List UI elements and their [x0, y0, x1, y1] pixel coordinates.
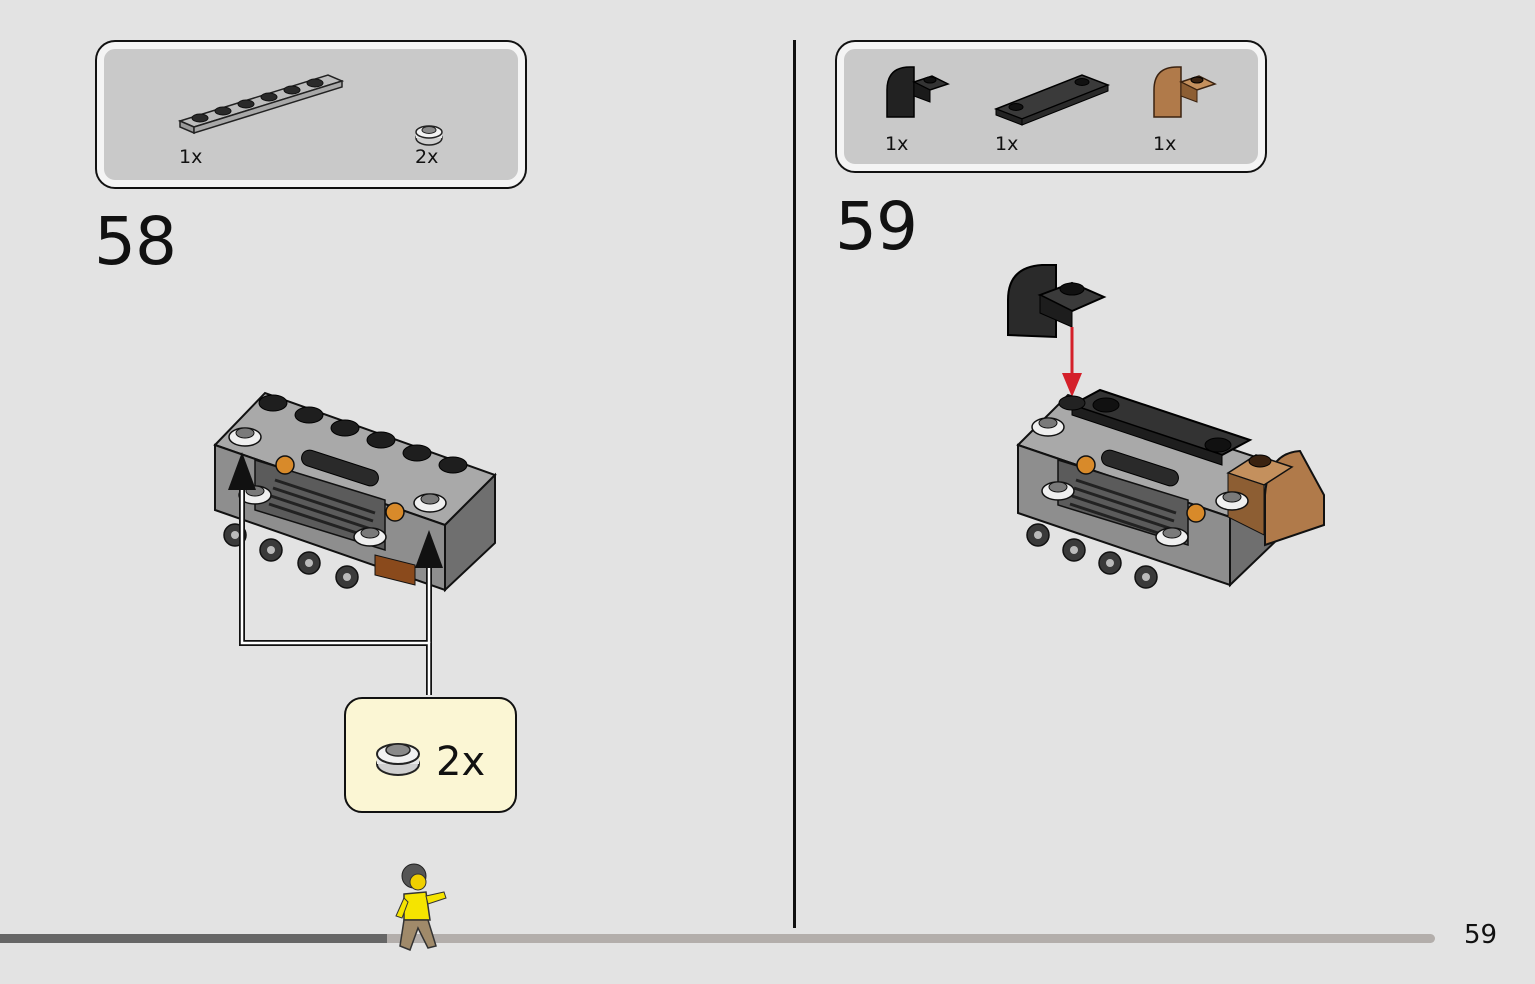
parts-list-step-59: 1x 1x 1x: [837, 42, 1265, 171]
plate-1x6-light-gray-icon: [177, 74, 345, 135]
round-plate-1x1-silver-icon: [376, 743, 420, 776]
part-qty: 1x: [1153, 133, 1177, 155]
page-divider: [793, 40, 796, 928]
round-plate-1x1-silver-icon: [415, 125, 443, 146]
model-step-58: [213, 391, 497, 593]
page-number: 59: [1464, 920, 1498, 950]
progress-bar: [0, 934, 1435, 943]
curved-slope-black-icon: [886, 66, 950, 118]
callout-qty: 2x: [436, 739, 486, 785]
model-step-59: [1007, 264, 1325, 589]
step-number-58: 58: [94, 203, 177, 280]
part-qty: 1x: [885, 133, 909, 155]
curved-slope-tan-icon: [1153, 66, 1217, 118]
minifigure-progress-icon: [395, 863, 447, 951]
part-qty: 1x: [995, 133, 1019, 155]
step-number-59: 59: [835, 188, 918, 265]
part-qty: 1x: [179, 146, 203, 168]
parts-list-step-58: 1x 2x: [97, 42, 525, 187]
progress-bar-fill: [0, 934, 388, 943]
plate-1x4-dark-icon: [993, 74, 1111, 126]
part-qty: 2x: [415, 146, 439, 168]
callout-subassembly: 2x: [344, 697, 517, 813]
